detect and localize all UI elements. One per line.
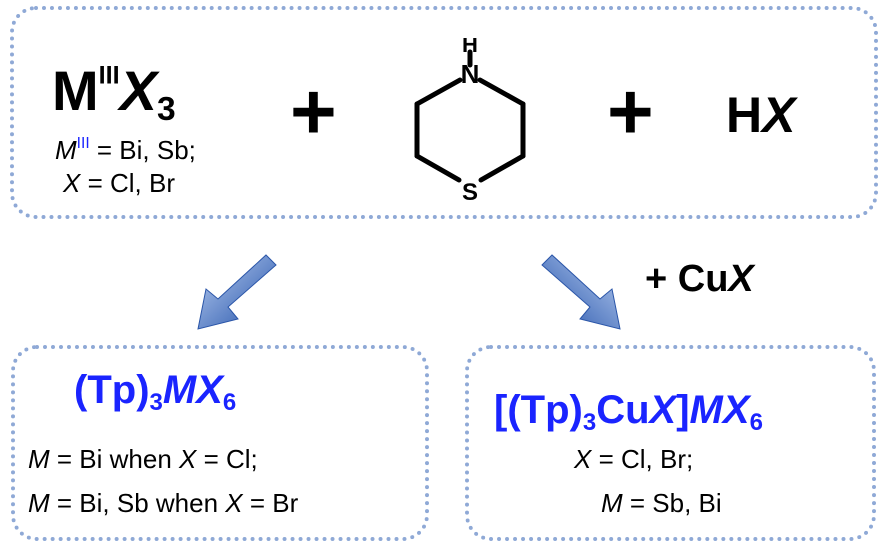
- left-product-condition-chloride: M = Bi when X = Cl;: [28, 444, 258, 474]
- ring-bond: [414, 77, 463, 107]
- nitrogen-atom-label: N: [461, 59, 480, 89]
- right-product-formula: [(Tp)3CuX]MX6: [494, 388, 763, 437]
- right-product-box: [465, 345, 876, 541]
- reactants-box: [10, 6, 878, 219]
- sulfur-atom-label: S: [462, 179, 478, 206]
- metal-definition: MIII = Bi, Sb;: [55, 135, 196, 165]
- plus-icon: +: [290, 67, 337, 156]
- left-product-formula: (Tp)3MX6: [74, 368, 237, 417]
- ring-bond: [478, 153, 526, 183]
- hydrohalic-acid-label: HX: [726, 87, 796, 143]
- halide-definition: X = Cl, Br: [63, 168, 175, 198]
- right-product-metal-condition: M = Sb, Bi: [601, 488, 722, 518]
- down-right-arrow-icon: [541, 254, 621, 330]
- copper-halide-reagent-label: + CuX: [645, 258, 754, 300]
- thiomorpholine-structure: H N S: [414, 38, 526, 206]
- down-left-arrow-icon: [197, 254, 277, 330]
- right-product-halide-condition: X = Cl, Br;: [574, 444, 694, 474]
- ring-bond: [477, 77, 526, 107]
- left-product-condition-bromide: M = Bi, Sb when X = Br: [28, 488, 299, 518]
- metal-halide-formula: MIIIX3: [52, 59, 176, 129]
- ring-bond: [414, 153, 462, 183]
- left-product-box: [11, 345, 429, 541]
- hydrogen-atom-label: H: [462, 38, 478, 57]
- plus-icon: +: [607, 67, 654, 156]
